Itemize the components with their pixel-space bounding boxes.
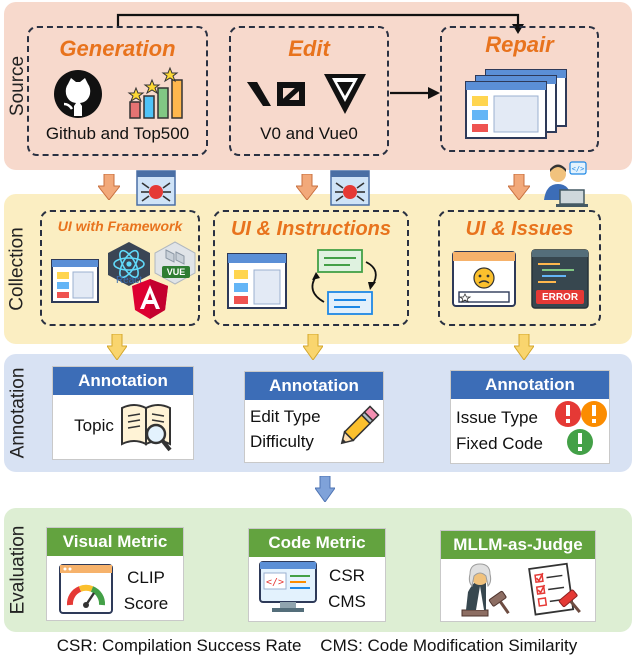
difficulty-label: Difficulty — [250, 432, 314, 451]
ui-issues-box — [438, 210, 601, 326]
annotation-band-label: Annotation — [7, 367, 29, 459]
error-label: ERROR — [541, 292, 579, 303]
generation-title: Generation — [59, 36, 176, 61]
react-label: React — [115, 275, 143, 286]
ui-issues-title: UI & Issues — [465, 218, 574, 240]
repair-title: Repair — [485, 32, 554, 57]
instructions-workflow-icon — [311, 249, 377, 315]
edit-to-repair-arrow — [390, 87, 440, 99]
visual-metric-header: Visual Metric — [47, 528, 183, 556]
generation-caption: Github and Top500 — [45, 124, 190, 143]
code-window-icon: </> — [259, 561, 317, 612]
gauge-window-icon — [59, 564, 113, 614]
edit-box — [229, 26, 389, 156]
svg-text:</>: </> — [266, 577, 284, 588]
topic-label: Topic — [74, 416, 114, 435]
vue-icon — [154, 241, 196, 285]
ui-window-icon-1 — [51, 259, 99, 303]
vue-label: VUE — [166, 267, 186, 277]
source-to-collection-arrow-3 — [508, 174, 530, 200]
generation-box — [27, 26, 208, 156]
web-crawler-icon-2 — [330, 170, 370, 206]
web-crawler-icon-1 — [136, 170, 176, 206]
developer-at-laptop-icon: </> — [544, 161, 588, 207]
cms-label: CMS — [328, 592, 366, 611]
react-icon — [108, 242, 150, 286]
annotation-card-header: Annotation — [53, 367, 193, 395]
error-code-window-icon — [531, 249, 589, 309]
angular-icon — [132, 279, 168, 319]
collection-band-label: Collection — [7, 227, 28, 311]
book-magnifier-icon — [121, 404, 172, 452]
abbreviation-caption: CSR: Compilation Success Rate CMS: Code … — [56, 636, 578, 655]
pencil-icon — [340, 405, 380, 445]
vue0-logo-icon — [324, 74, 366, 114]
stacked-windows-icon — [465, 69, 567, 139]
source-to-collection-arrow-2 — [296, 174, 318, 200]
v0-logo-icon — [247, 82, 305, 106]
collection-to-annotation-arrow-3 — [514, 334, 534, 360]
edit-title: Edit — [288, 36, 330, 61]
broken-ui-window-icon — [452, 251, 516, 307]
source-to-collection-arrow-1 — [98, 174, 120, 200]
annotation-card-header: Annotation — [451, 371, 609, 399]
ui-instructions-box — [213, 210, 409, 326]
annotation-to-evaluation-arrow — [315, 476, 335, 502]
svg-text:</>: </> — [572, 165, 585, 173]
issue-alert-icons — [555, 401, 607, 455]
evaluation-band-label: Evaluation — [7, 525, 29, 615]
ui-with-framework-box — [40, 210, 200, 326]
collection-to-annotation-arrow-2 — [303, 334, 323, 360]
ui-instructions-title: UI & Instructions — [230, 218, 391, 240]
edit-caption: V0 and Vue0 — [260, 124, 358, 143]
checklist-gavel-icon — [528, 562, 581, 616]
mllm-judge-header: MLLM-as-Judge — [441, 531, 595, 559]
score-label: Score — [123, 594, 169, 613]
issue-type-label: Issue Type — [456, 408, 538, 427]
annotation-card-header: Annotation — [245, 372, 383, 400]
ui-with-framework-title: UI with Framework — [57, 218, 183, 234]
repair-box — [440, 26, 599, 152]
code-metric-header: Code Metric — [249, 529, 385, 557]
fixed-code-label: Fixed Code — [456, 434, 543, 453]
github-icon — [54, 70, 102, 118]
edit-type-label: Edit Type — [250, 407, 321, 426]
csr-label: CSR — [329, 566, 365, 585]
ranking-chart-icon — [127, 66, 183, 119]
clip-label: CLIP — [127, 568, 165, 587]
collection-to-annotation-arrow-1 — [107, 334, 127, 360]
judge-icon — [461, 563, 510, 617]
ui-window-icon-2 — [227, 253, 287, 309]
